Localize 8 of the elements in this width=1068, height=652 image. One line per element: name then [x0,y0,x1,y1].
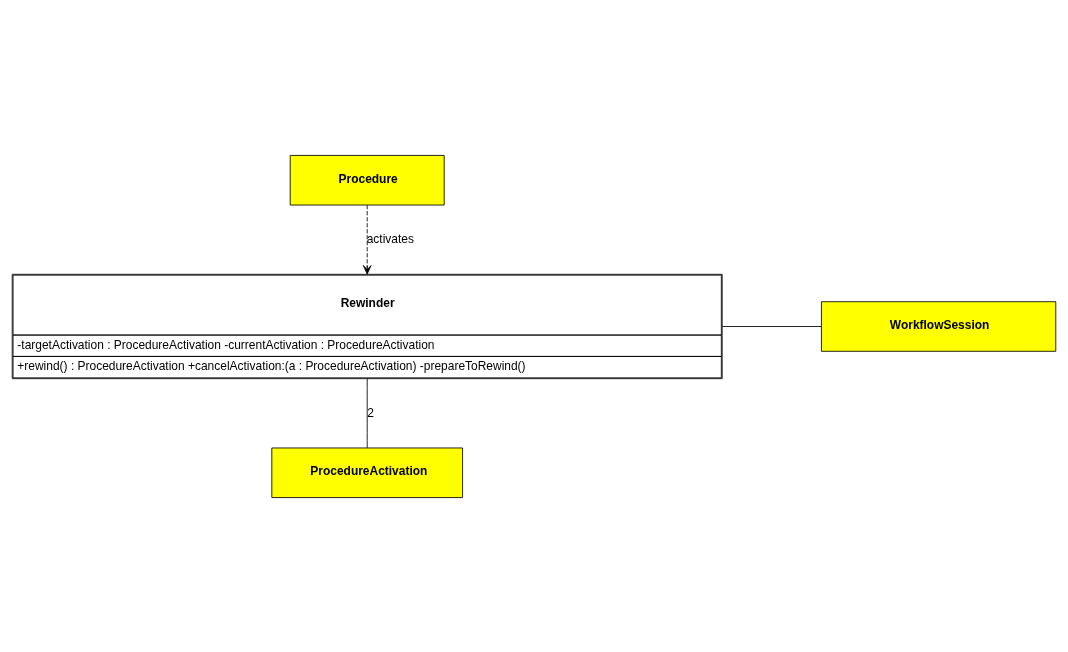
arrow [362,204,372,274]
connector [721,325,822,327]
connector [366,377,368,448]
node-box: Procedure [289,154,445,205]
node-box: WorkflowSession [821,300,1057,352]
edge-label: activates [366,231,414,246]
node-box: ProcedureActivation [271,447,463,498]
edge-label: 2 [367,404,374,419]
